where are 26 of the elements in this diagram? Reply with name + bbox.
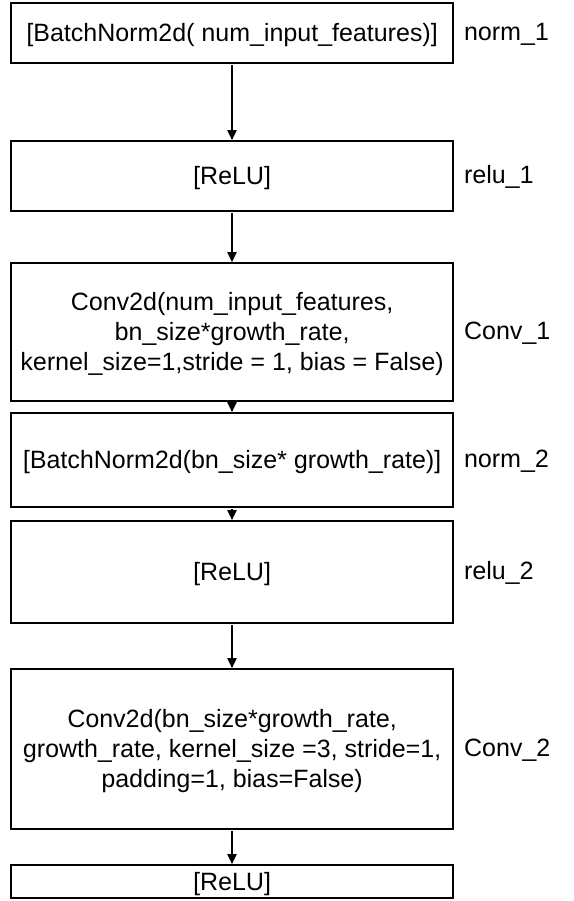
- layer-name: norm_1: [464, 20, 549, 45]
- arrow: [227, 831, 237, 864]
- layer-name: norm_2: [464, 447, 549, 472]
- arrow: [227, 402, 237, 412]
- box-text: [BatchNorm2d(bn_size* growth_rate)]: [22, 445, 442, 475]
- box-text: [ReLU]: [193, 866, 271, 896]
- layer-name: Conv_1: [464, 319, 550, 344]
- box-text: Conv2d(bn_size*growth_rate, growth_rate, kernel_size =3, stride=1, padding=1, bias=False): [22, 704, 442, 794]
- layer-name: relu_2: [464, 559, 534, 584]
- box-text: [BatchNorm2d( num_input_features)]: [26, 18, 438, 48]
- process-box: [10, 668, 454, 830]
- arrow: [227, 65, 237, 140]
- layer-name: relu_1: [464, 163, 534, 188]
- arrow: [227, 213, 237, 262]
- process-box: [10, 262, 454, 402]
- box-text: Conv2d(num_input_features, bn_size*growth_rate, kernel_size=1,stride = 1, bias = False): [19, 287, 445, 377]
- process-box: [10, 140, 454, 212]
- arrow: [227, 509, 237, 520]
- process-box: [10, 2, 454, 64]
- box-text: [ReLU]: [193, 161, 271, 191]
- box-text: [ReLU]: [193, 557, 271, 587]
- layer-name: Conv_2: [464, 736, 550, 761]
- process-box: [10, 520, 454, 624]
- arrow: [227, 625, 237, 668]
- process-box: [10, 412, 454, 508]
- process-box: [10, 864, 454, 899]
